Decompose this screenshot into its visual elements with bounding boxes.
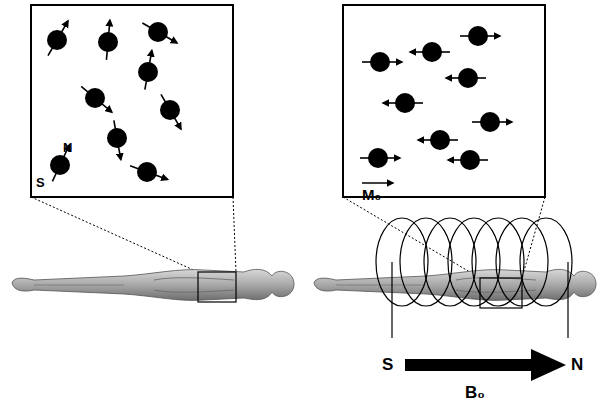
patient-figure xyxy=(314,269,596,300)
zoom-box xyxy=(198,272,236,302)
inset-frame xyxy=(343,5,545,197)
random-spins xyxy=(47,20,181,182)
pole-label: N xyxy=(63,141,72,154)
zoom-lines xyxy=(31,197,545,278)
magnet-coils xyxy=(376,218,572,338)
inset-frame xyxy=(31,5,233,197)
pole-label: S xyxy=(36,176,45,189)
pole-label: N xyxy=(571,356,583,373)
field-label: B₀ xyxy=(465,384,485,401)
field-arrow xyxy=(531,349,566,381)
aligned-spins xyxy=(360,26,512,170)
pole-label: S xyxy=(382,356,393,373)
field-arrow xyxy=(405,359,533,371)
magnetization-label: M₀ xyxy=(362,187,381,202)
magnetization-arrow xyxy=(362,182,393,184)
patient-figure xyxy=(12,269,294,300)
zoom-box xyxy=(480,278,522,308)
